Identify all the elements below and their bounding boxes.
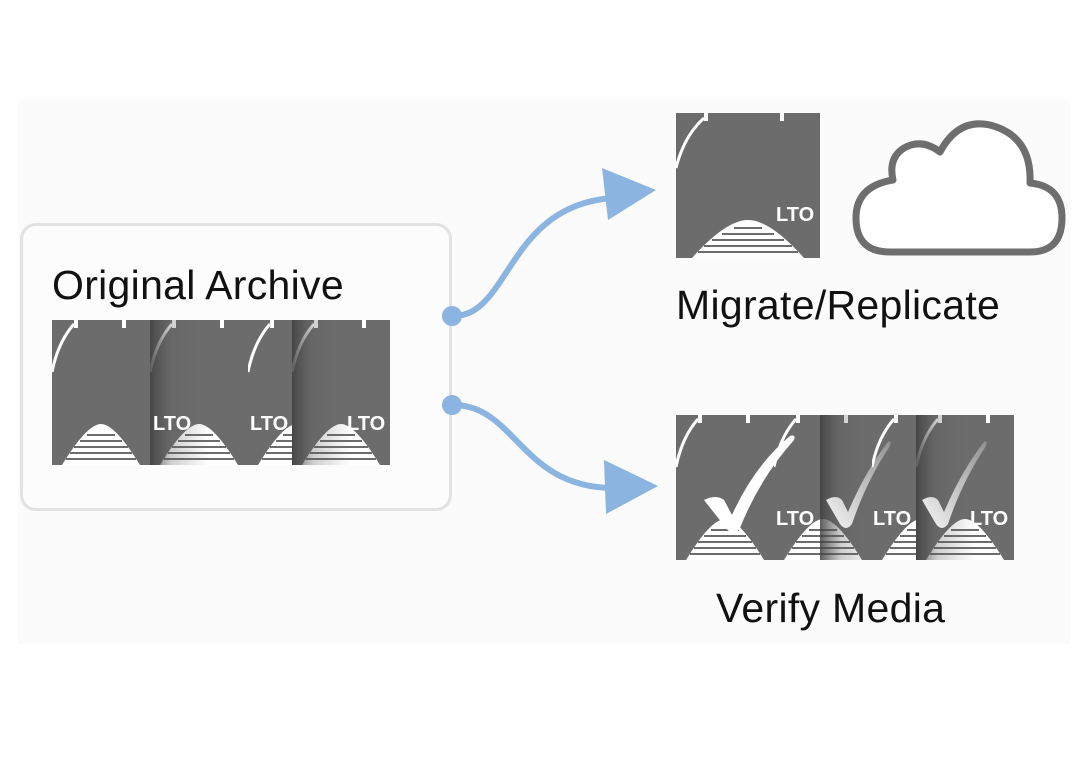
- checkmark-icon: [704, 435, 795, 533]
- connector-arrow-icon: [442, 168, 656, 326]
- lto-label: LTO: [776, 204, 814, 226]
- original-archive-label: Original Archive: [52, 262, 344, 308]
- migrate-replicate-label: Migrate/Replicate: [676, 282, 1001, 328]
- lto-label: LTO: [873, 508, 911, 530]
- lto-label: LTO: [347, 413, 385, 435]
- lto-label: LTO: [153, 413, 191, 435]
- tape-spine-shade: [820, 415, 880, 560]
- migrate-targets: LTO: [674, 113, 1066, 258]
- lto-label: LTO: [776, 508, 814, 530]
- lto-label: LTO: [250, 413, 288, 435]
- verify-media-tapes: LTO LTO LTO: [676, 415, 1014, 560]
- tape-spine-shade: [150, 320, 210, 465]
- checkmark-icon: [826, 441, 891, 528]
- lto-tape-icon: [52, 320, 150, 465]
- tape-spine-shade: [916, 415, 976, 560]
- verify-media-label: Verify Media: [716, 585, 946, 631]
- connector-arrow-icon: [442, 395, 658, 514]
- tape-spine-shade: [292, 320, 352, 465]
- lto-label: LTO: [970, 508, 1008, 530]
- original-archive-tapes: LTO LTO LTO: [52, 320, 390, 465]
- cloud-icon: [852, 120, 1066, 256]
- checkmark-icon: [922, 441, 987, 528]
